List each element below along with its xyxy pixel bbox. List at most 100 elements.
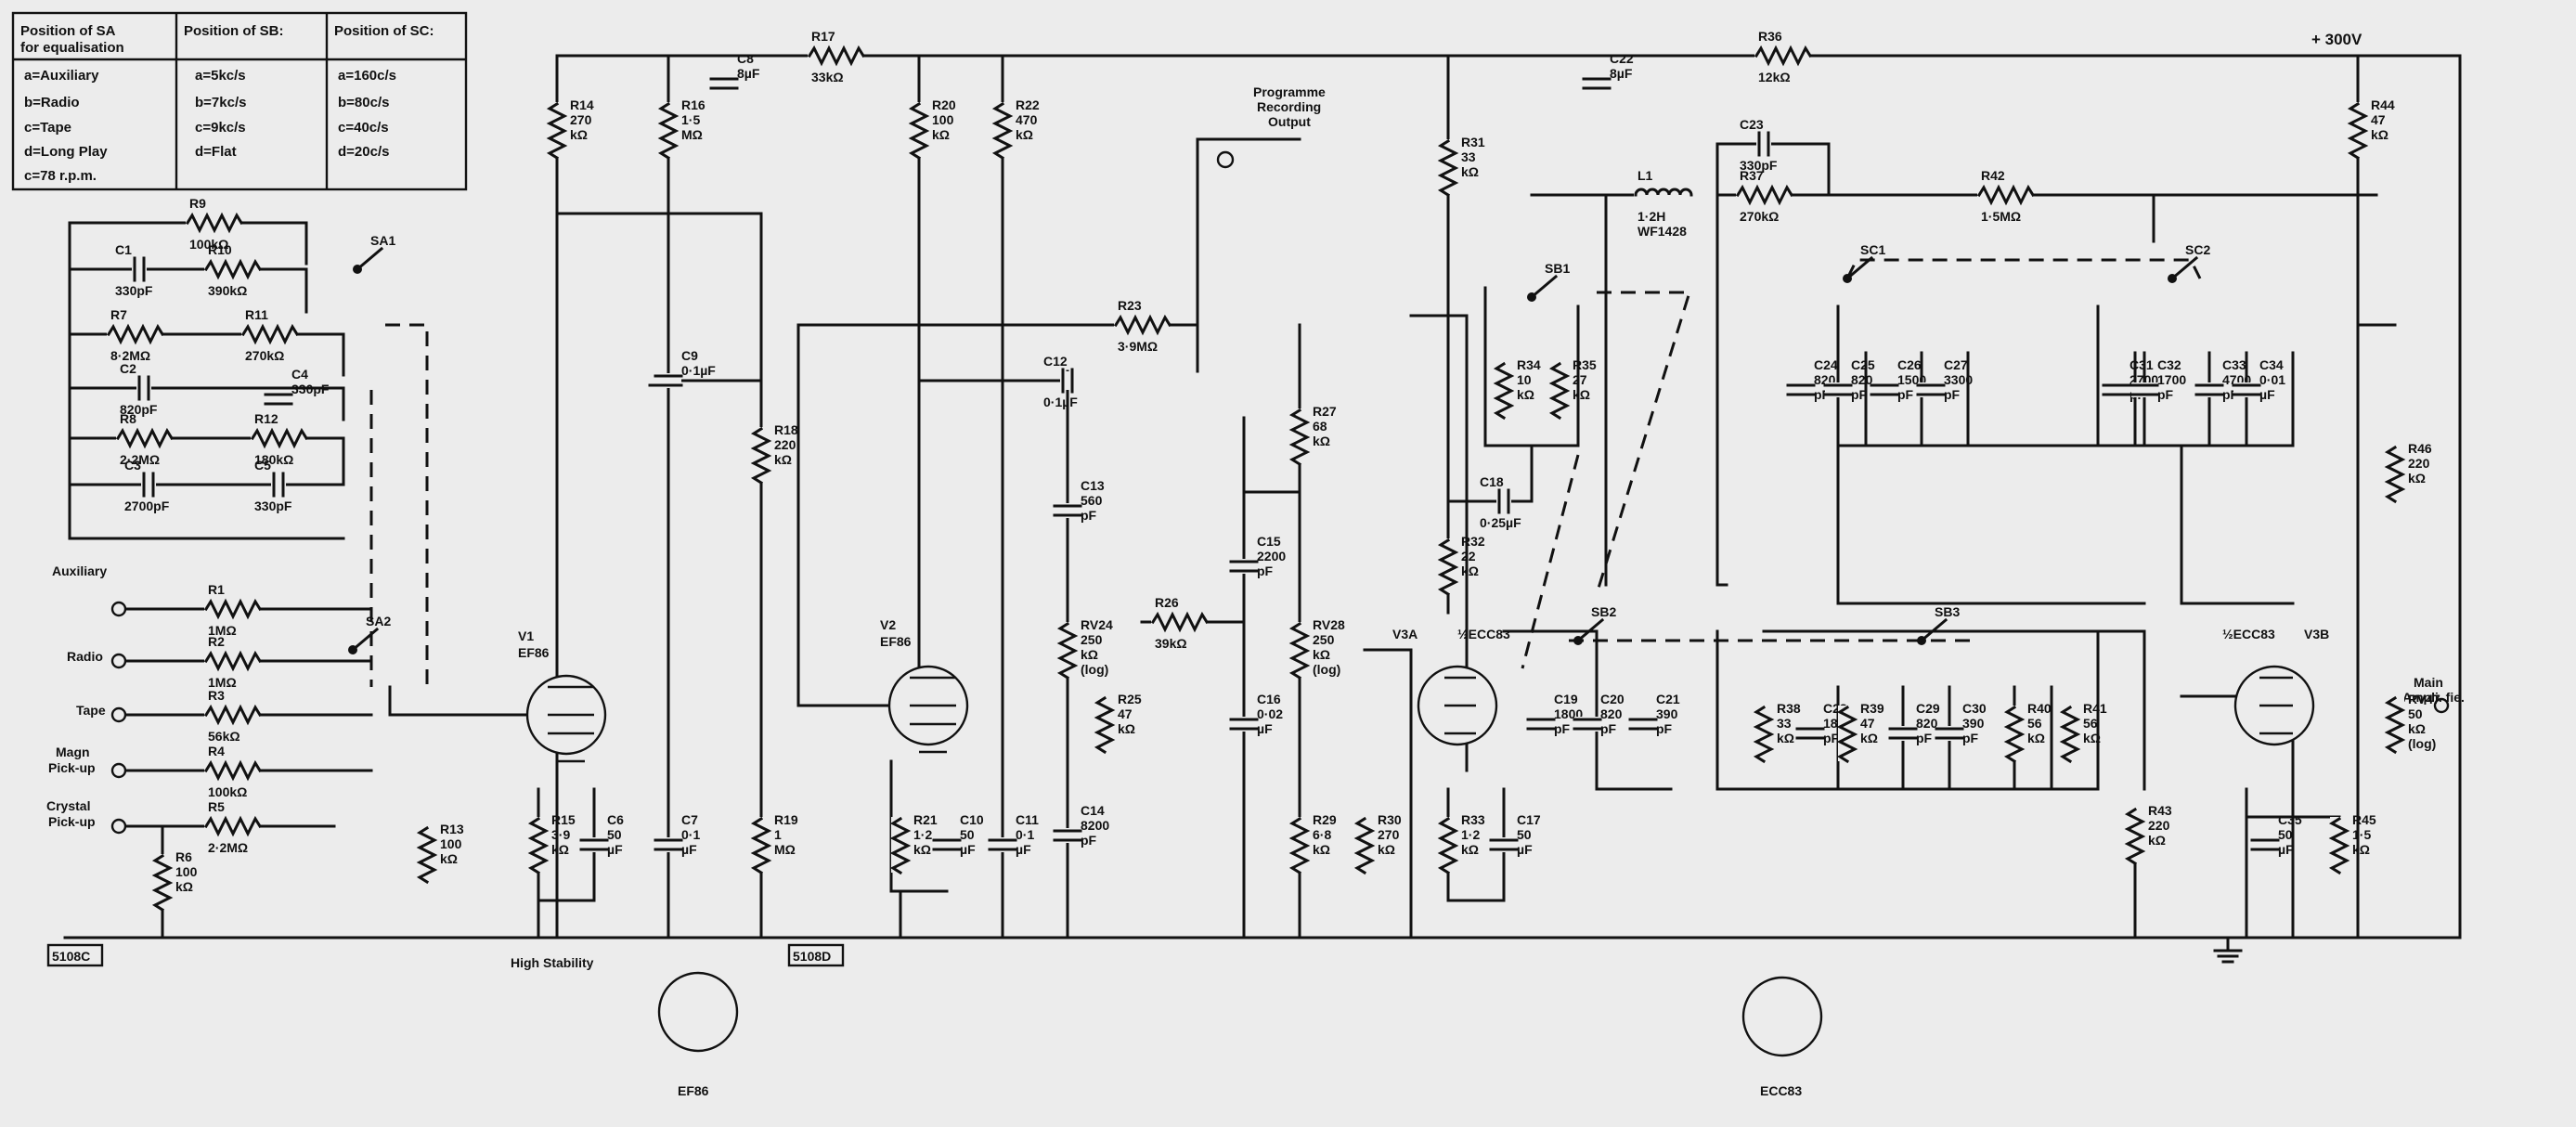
component-value: 270 xyxy=(1378,827,1400,842)
component-symbol xyxy=(1053,829,1082,842)
v2-valve: V2 EF86 xyxy=(880,617,969,754)
component-symbol xyxy=(2328,816,2350,875)
component-value: kΩ xyxy=(551,842,569,857)
component-value: 8µF xyxy=(737,66,760,81)
component-id: R2 xyxy=(208,634,225,649)
input-label-tape: Tape xyxy=(76,703,106,718)
component-symbol xyxy=(264,393,293,406)
component-value: 50 xyxy=(1517,827,1532,842)
component-id: R5 xyxy=(208,799,225,814)
switch-label: SA2 xyxy=(366,614,391,628)
component-value: 10 xyxy=(1517,372,1532,387)
component-value: 1 xyxy=(774,827,782,842)
component-value: 3300 xyxy=(1944,372,1973,387)
component-value: 39kΩ xyxy=(1155,636,1187,651)
supply-label: + 300V xyxy=(2311,31,2362,48)
v3a-valve: V3A ½ECC83 xyxy=(1392,627,1510,746)
component-symbol xyxy=(908,101,930,161)
component-value: pF xyxy=(1600,721,1617,736)
component-symbol xyxy=(2250,838,2280,851)
component-id: C3 xyxy=(124,458,141,473)
component-value: kΩ xyxy=(1860,731,1878,745)
component-symbol xyxy=(1735,184,1794,206)
component-id: R43 xyxy=(2148,803,2172,818)
power-rails: + 300V xyxy=(63,31,2462,964)
component-value: kΩ xyxy=(1573,387,1590,402)
v3a-id: V3A xyxy=(1392,627,1417,641)
component-symbol xyxy=(1094,695,1116,755)
component-symbol xyxy=(115,427,175,449)
component-value: 270kΩ xyxy=(245,348,284,363)
output-label-2: Ampli. fie. xyxy=(2402,690,2465,705)
component-id: C25 xyxy=(1851,357,1875,372)
ecc83-base-label: ECC83 xyxy=(1760,1083,1802,1098)
component-layer: R9100kΩC1330pFR10390kΩR78·2MΩR11270kΩC28… xyxy=(106,29,2440,913)
component-value: 50 xyxy=(607,827,622,842)
sc-row: d=20c/s xyxy=(338,144,389,160)
component-id: R13 xyxy=(440,822,464,836)
component-value: µF xyxy=(960,842,976,857)
component-value: 820 xyxy=(1600,706,1623,721)
component-id: R9 xyxy=(189,196,206,211)
component-symbol xyxy=(1582,77,1612,90)
component-value: MΩ xyxy=(774,842,796,857)
component-symbol xyxy=(2102,383,2131,396)
component-id: R27 xyxy=(1313,404,1337,419)
component-id: R11 xyxy=(245,307,268,322)
component-symbol xyxy=(203,815,263,837)
component-id: R46 xyxy=(2408,441,2432,456)
v3b-valve: V3B ½ECC83 xyxy=(2222,627,2329,746)
component-symbol xyxy=(1754,45,1813,67)
ecc83-base-diagram: ECC83 xyxy=(1741,976,1823,1098)
fig-number-left: 5108C xyxy=(52,949,90,964)
input-sockets xyxy=(110,601,127,835)
component-value: kΩ xyxy=(2408,721,2426,736)
component-symbol xyxy=(2003,705,2026,764)
switch-label: SB3 xyxy=(1935,604,1960,619)
component-symbol xyxy=(1795,727,1825,740)
component-symbol xyxy=(1497,488,1510,514)
component-id: R18 xyxy=(774,422,798,437)
component-value: 50 xyxy=(2408,706,2423,721)
component-id: R12 xyxy=(254,411,278,426)
component-value: kΩ xyxy=(1016,127,1033,142)
component-value: kΩ xyxy=(2408,471,2426,486)
component-symbol xyxy=(2129,383,2159,396)
component-symbol xyxy=(2347,101,2369,161)
input-label-radio: Radio xyxy=(67,649,103,664)
component-value: 47 xyxy=(1860,716,1875,731)
component-value: 820 xyxy=(1916,716,1938,731)
component-symbol xyxy=(1493,361,1515,421)
component-symbol xyxy=(932,838,962,851)
component-symbol xyxy=(1288,408,1311,467)
component-symbol xyxy=(1573,718,1602,731)
component-value: (log) xyxy=(2408,736,2436,751)
rec-output-label-3: Output xyxy=(1268,114,1311,129)
component-value: 330pF xyxy=(291,382,330,396)
output-label-1: Main xyxy=(2414,675,2443,690)
sa-row: b=Radio xyxy=(24,95,80,110)
v3a-type: ½ECC83 xyxy=(1457,627,1510,641)
component-symbol xyxy=(1061,368,1074,394)
component-value: µF xyxy=(2278,842,2294,857)
component-value: 0·25µF xyxy=(1480,515,1521,530)
input-label-auxiliary: Auxiliary xyxy=(52,564,107,578)
component-id: R41 xyxy=(2083,701,2107,716)
component-symbol xyxy=(1437,538,1459,597)
component-value: 250 xyxy=(1081,632,1103,647)
component-symbol xyxy=(106,323,165,345)
component-symbol xyxy=(1976,184,2036,206)
component-value: 270kΩ xyxy=(1740,209,1779,224)
component-id: R17 xyxy=(811,29,835,44)
